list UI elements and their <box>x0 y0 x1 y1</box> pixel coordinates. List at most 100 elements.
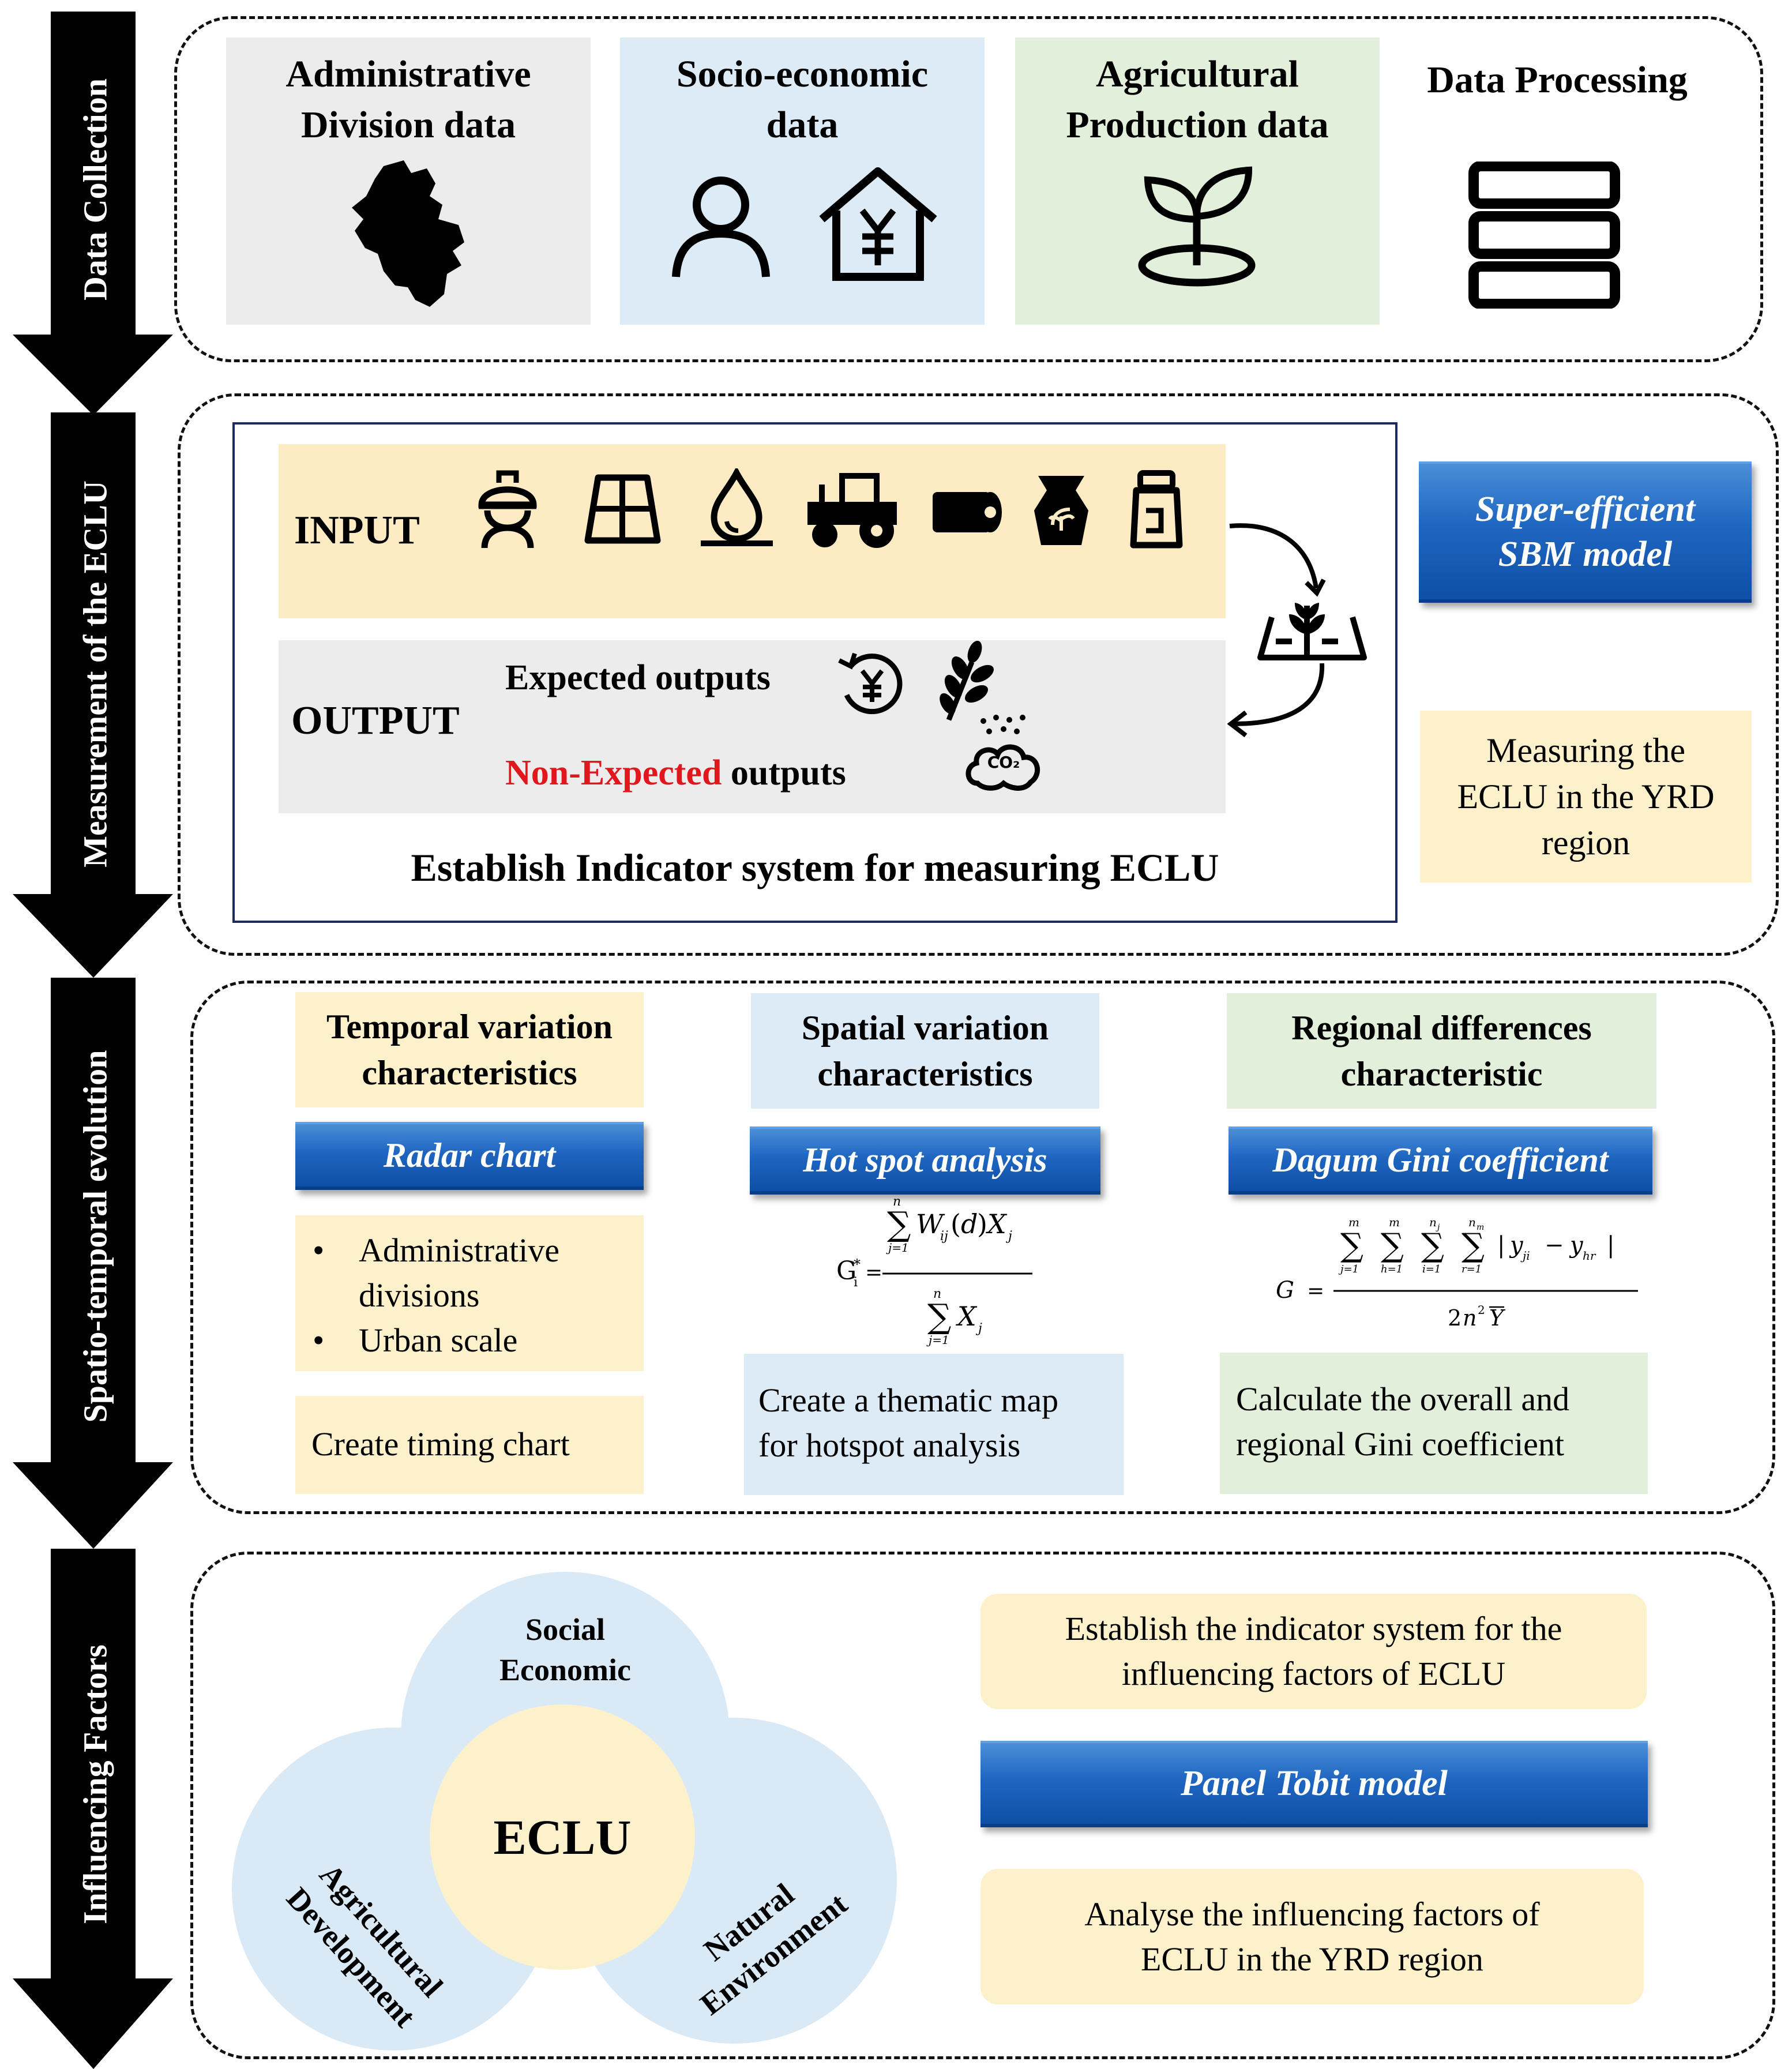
measuring-eclu-card: Measuring the ECLU in the YRD region <box>1420 711 1752 883</box>
svg-text:X: X <box>986 1208 1008 1240</box>
svg-text:h=1: h=1 <box>1381 1263 1403 1275</box>
temporal-title-card: Temporal variation characteristics <box>295 992 644 1107</box>
arrow-influencing <box>13 1549 173 2069</box>
socio-title-line2: data <box>766 104 839 146</box>
establish-indicator-caption: Establish Indicator system for measuring… <box>411 846 1219 889</box>
co2-label: CO₂ <box>987 753 1020 772</box>
svg-text:X: X <box>956 1301 978 1332</box>
panel-tobit-model: Panel Tobit model <box>980 1741 1648 1827</box>
agri-title-line1: Agricultural <box>1096 53 1299 95</box>
sprout-icon <box>1138 166 1256 287</box>
temporal-line1: Temporal variation <box>326 1008 613 1046</box>
gi-star-formula: n ∑ j=1 W ij ( d ) X j G * i = n ∑ j=1 X… <box>836 1195 1032 1347</box>
indicator-system-box <box>232 422 1397 923</box>
thematic-map-card: Create a thematic map for hotspot analys… <box>744 1354 1124 1495</box>
gini-calc-line2: regional Gini coefficient <box>1236 1425 1565 1463</box>
pesticide-bottle-icon <box>1130 470 1183 549</box>
svg-text:=: = <box>865 1261 882 1285</box>
establish-influencing-card: Establish the indicator system for the i… <box>980 1594 1647 1709</box>
data-collection-panel <box>174 16 1763 362</box>
svg-text:ji: ji <box>1520 1249 1530 1263</box>
arrow-data-collection <box>13 12 173 415</box>
svg-text:n: n <box>933 1287 941 1301</box>
social-line2: Economic <box>499 1653 631 1687</box>
measuring-line2: ECLU in the YRD <box>1457 778 1715 816</box>
measurement-panel <box>178 393 1779 956</box>
svg-text:n: n <box>1429 1215 1437 1229</box>
bullet-dot-2: • <box>313 1321 325 1359</box>
bullet-urban-scale: Urban scale <box>359 1321 518 1359</box>
analyse-line1: Analyse the influencing factors of <box>1084 1895 1540 1933</box>
svg-text:2: 2 <box>1478 1303 1485 1317</box>
agri-title-line2: Production data <box>1066 104 1329 146</box>
svg-text:y: y <box>1509 1232 1524 1259</box>
svg-text:=: = <box>1307 1279 1324 1303</box>
svg-text:∑: ∑ <box>1421 1227 1444 1264</box>
svg-text:j=1: j=1 <box>926 1333 949 1347</box>
svg-text:n: n <box>1468 1215 1476 1229</box>
svg-text:hr: hr <box>1583 1249 1596 1263</box>
socio-title-line1: Socio-economic <box>676 53 929 95</box>
svg-text:m: m <box>1389 1215 1400 1229</box>
region-map-icon <box>352 160 464 307</box>
label-data-collection: Data Collection <box>76 78 114 301</box>
non-expected-rest: outputs <box>722 753 846 793</box>
co2-cloud-icon <box>965 715 1040 791</box>
svg-text:−: − <box>1545 1232 1564 1259</box>
water-drop-icon <box>701 468 773 546</box>
gini-calc-line1: Calculate the overall and <box>1236 1380 1570 1418</box>
input-label: INPUT <box>294 508 420 553</box>
svg-text:G: G <box>1276 1277 1294 1304</box>
svg-text:G: G <box>836 1256 856 1286</box>
sbm-line1: Super-efficient <box>1475 489 1696 529</box>
svg-text:j: j <box>975 1321 982 1336</box>
svg-text:W: W <box>916 1208 945 1240</box>
gini-formula: G = m ∑ j=1 m ∑ h=1 n j ∑ i=1 n m ∑ r=1 … <box>1276 1215 1638 1331</box>
svg-text:|: | <box>1607 1232 1614 1259</box>
svg-text:j=1: j=1 <box>886 1241 909 1255</box>
svg-text:j: j <box>1005 1229 1012 1244</box>
expected-outputs: Expected outputs <box>505 658 771 697</box>
svg-text:∑: ∑ <box>1381 1227 1404 1264</box>
agricultural-production-card: Agricultural Production data <box>1015 37 1380 325</box>
fertilizer-bag-icon <box>1034 476 1088 545</box>
arrow-spatio <box>13 978 173 1549</box>
svg-text:i: i <box>854 1275 858 1290</box>
analyse-line2: ECLU in the YRD region <box>1141 1940 1483 1978</box>
gini-calc-card: Calculate the overall and regional Gini … <box>1220 1353 1648 1494</box>
svg-text:|: | <box>1497 1232 1505 1259</box>
grain-icon <box>940 640 994 721</box>
measuring-line3: region <box>1541 824 1631 862</box>
timing-chart-card: Create timing chart <box>295 1396 644 1494</box>
svg-text:∑: ∑ <box>1340 1227 1363 1264</box>
non-expected-red: Non-Expected <box>505 753 722 793</box>
land-grid-icon <box>584 474 661 544</box>
person-icon <box>672 177 770 277</box>
establish-inf-line2: influencing factors of ECLU <box>1121 1655 1506 1692</box>
super-efficient-sbm-model: Super-efficient SBM model <box>1419 461 1752 603</box>
output-band <box>279 640 1226 813</box>
sbm-line2: SBM model <box>1498 534 1673 574</box>
svg-text:m: m <box>1477 1223 1484 1232</box>
thematic-line2: for hotspot analysis <box>758 1426 1021 1464</box>
label-measurement: Measurement of the ECLU <box>76 480 114 868</box>
label-spatio: Spatio-temporal evolution <box>76 1050 114 1423</box>
svg-text:j: j <box>1436 1223 1440 1232</box>
influencing-panel <box>190 1552 1775 2059</box>
house-yen-icon <box>819 167 937 281</box>
arrow-measurement <box>13 412 173 978</box>
worker-helmet-icon <box>478 470 537 549</box>
spatio-temporal-panel <box>190 981 1775 1514</box>
spatial-title-card: Spatial variation characteristics <box>751 993 1099 1109</box>
regional-title-card: Regional differences characteristic <box>1227 993 1656 1109</box>
bullet-administrative: Administrative <box>359 1231 559 1269</box>
svg-text:m: m <box>1348 1215 1359 1229</box>
temporal-line2: characteristics <box>362 1054 577 1092</box>
svg-text:ij: ij <box>940 1229 948 1244</box>
database-icon <box>1468 162 1620 309</box>
svg-text:Y: Y <box>1489 1305 1506 1331</box>
temporal-bullets-card: •Administrative divisions •Urban scale <box>295 1215 644 1371</box>
svg-text:*: * <box>854 1256 861 1272</box>
timing-chart-text: Create timing chart <box>311 1425 570 1463</box>
svg-text:i=1: i=1 <box>1422 1263 1441 1275</box>
